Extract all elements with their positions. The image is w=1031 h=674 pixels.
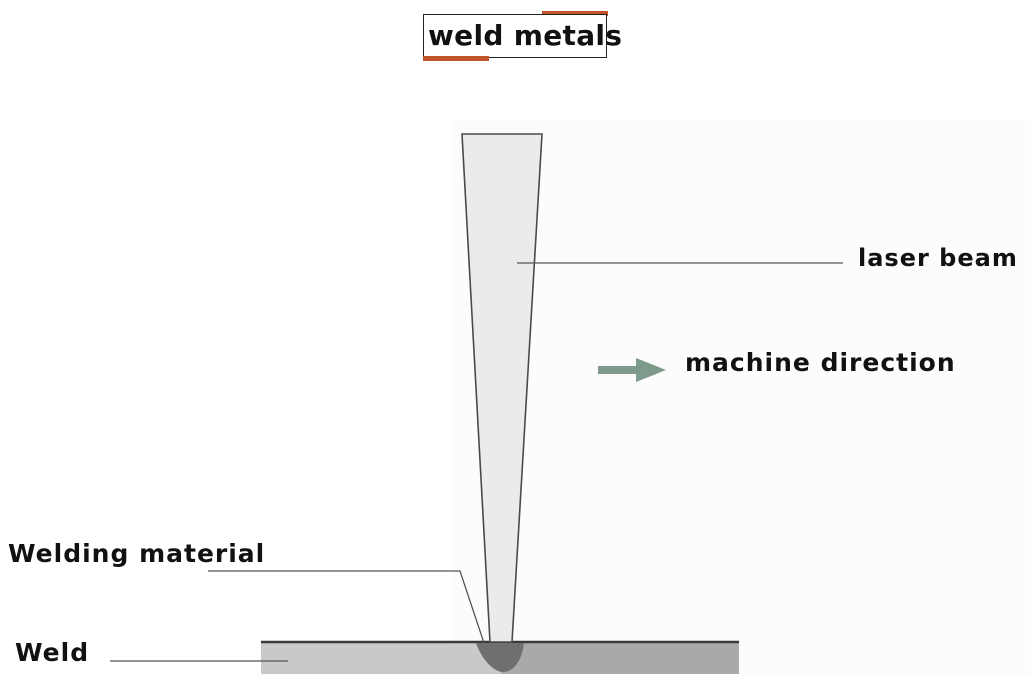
title-box (423, 14, 607, 58)
arrow-right-icon (598, 358, 666, 382)
welding-material-label: Welding material (8, 539, 266, 568)
laser-beam-label: laser beam (858, 244, 1018, 272)
workpiece-left (261, 642, 501, 674)
machine-direction-label: machine direction (685, 348, 956, 377)
laser-beam (461, 133, 543, 643)
title-accent-bottom (423, 56, 489, 61)
figure-background (452, 120, 1031, 674)
workpiece-right (501, 642, 739, 674)
weld-label: Weld (15, 638, 90, 667)
diagram-title: weld metals (428, 19, 623, 52)
weld-pool (476, 643, 524, 672)
title-accent-top (542, 11, 608, 16)
welding-material-leader (208, 570, 485, 644)
